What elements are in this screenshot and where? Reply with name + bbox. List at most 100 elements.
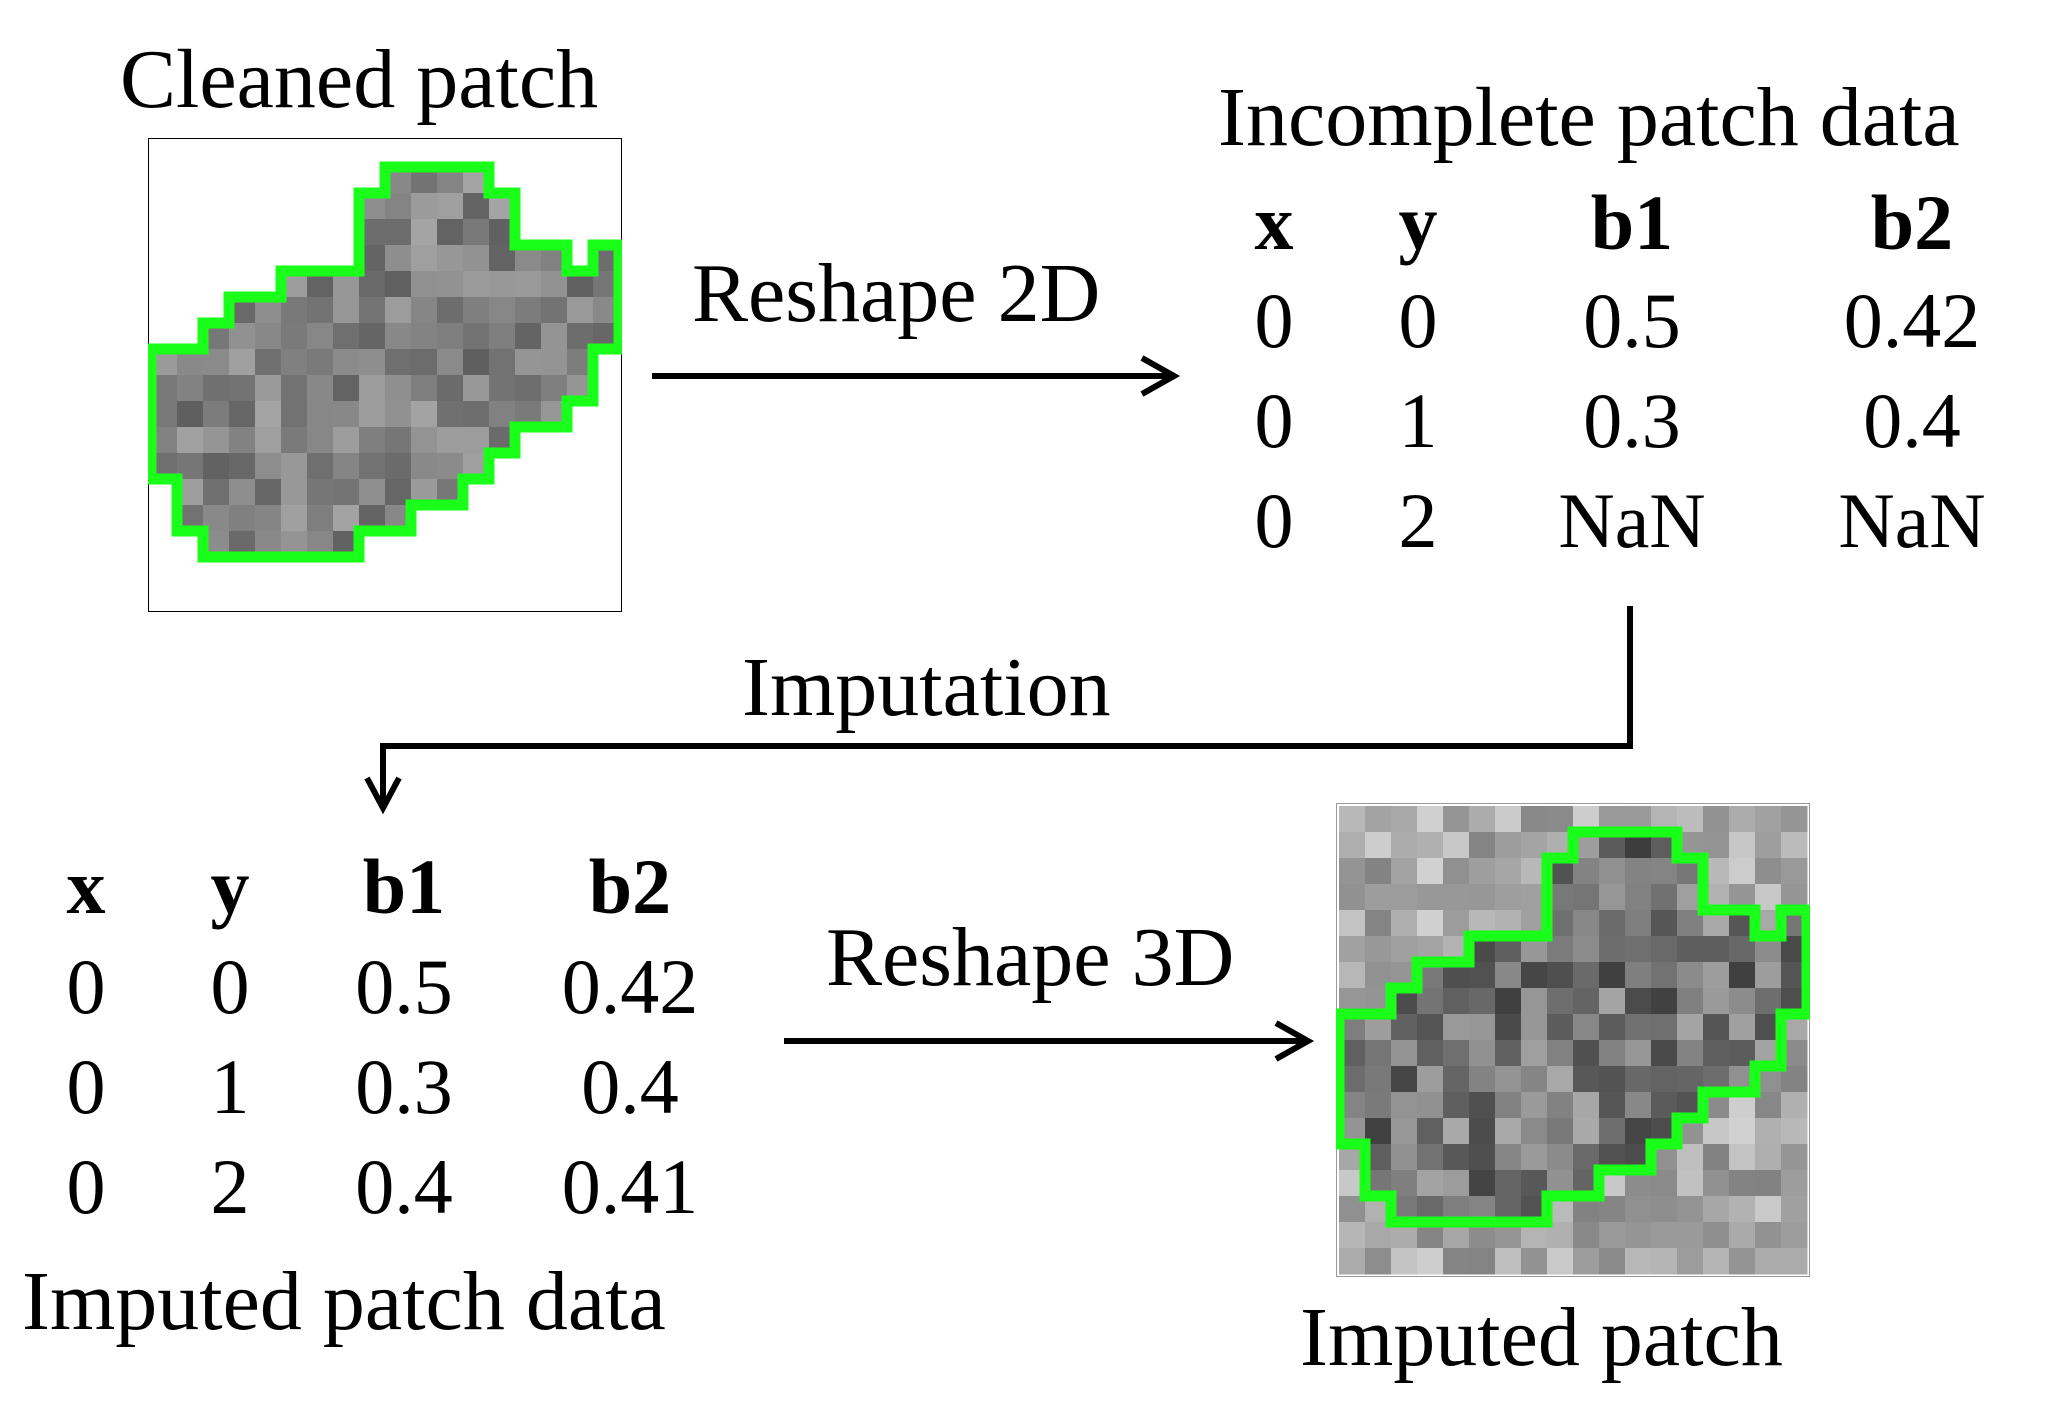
patch-pixel — [1417, 858, 1444, 885]
patch-pixel — [1495, 1248, 1522, 1275]
patch-pixel — [333, 297, 360, 324]
patch-pixel — [1651, 884, 1678, 911]
patch-pixel — [1339, 1248, 1366, 1275]
table-cell: 0.3 — [1583, 377, 1681, 464]
patch-pixel — [1417, 1014, 1444, 1041]
patch-pixel — [489, 271, 516, 298]
patch-pixel — [1495, 1014, 1522, 1041]
table-cell: NaN — [1558, 477, 1706, 564]
patch-pixel — [437, 427, 464, 454]
patch-pixel — [1547, 1248, 1574, 1275]
patch-pixel — [307, 349, 334, 376]
patch-pixel — [463, 323, 490, 350]
patch-pixel — [1547, 1118, 1574, 1145]
patch-pixel — [1651, 1014, 1678, 1041]
patch-pixel — [1625, 1040, 1652, 1067]
table-cell: 0.4 — [355, 1143, 453, 1230]
patch-pixel — [411, 323, 438, 350]
patch-pixel — [489, 349, 516, 376]
patch-pixel — [1729, 806, 1756, 833]
patch-pixel — [1443, 1014, 1470, 1041]
patch-pixel — [1443, 1170, 1470, 1197]
patch-pixel — [1391, 1040, 1418, 1067]
patch-pixel — [385, 401, 412, 428]
patch-pixel — [1443, 1040, 1470, 1067]
patch-pixel — [1625, 1066, 1652, 1093]
patch-pixel — [1573, 1014, 1600, 1041]
table-cell: 2 — [210, 1143, 250, 1230]
patch-pixel — [1417, 1066, 1444, 1093]
column-header: b1 — [1590, 179, 1674, 266]
patch-pixel — [255, 505, 282, 532]
table-cell: 0.41 — [561, 1143, 699, 1230]
patch-pixel — [437, 193, 464, 220]
patch-pixel — [385, 375, 412, 402]
patch-pixel — [1729, 858, 1756, 885]
patch-pixel — [437, 297, 464, 324]
patch-pixel — [411, 245, 438, 272]
reshape-3d-label: Reshape 3D — [826, 911, 1235, 1004]
patch-pixel — [1755, 1144, 1782, 1171]
patch-pixel — [203, 453, 230, 480]
patch-pixel — [359, 323, 386, 350]
patch-pixel — [385, 349, 412, 376]
patch-pixel — [333, 401, 360, 428]
patch-pixel — [1625, 1196, 1652, 1223]
patch-pixel — [1625, 988, 1652, 1015]
patch-pixel — [515, 271, 542, 298]
cleaned-patch-image — [148, 138, 622, 612]
patch-pixel — [1469, 1170, 1496, 1197]
patch-pixel — [1625, 962, 1652, 989]
patch-pixel — [229, 453, 256, 480]
patch-pixel — [229, 401, 256, 428]
table-cell: NaN — [1838, 477, 1986, 564]
patch-pixel — [1417, 1144, 1444, 1171]
column-header: b1 — [362, 843, 446, 930]
patch-pixel — [437, 271, 464, 298]
table-cell: 1 — [210, 1043, 250, 1130]
table-cell: 0.3 — [355, 1043, 453, 1130]
patch-pixel — [1781, 1222, 1808, 1249]
patch-pixel — [489, 375, 516, 402]
patch-pixel — [541, 323, 568, 350]
patch-pixel — [1339, 884, 1366, 911]
patch-pixel — [411, 427, 438, 454]
patch-pixel — [1443, 806, 1470, 833]
patch-pixel — [385, 219, 412, 246]
patch-pixel — [1651, 910, 1678, 937]
patch-pixel — [1417, 832, 1444, 859]
patch-pixel — [1703, 962, 1730, 989]
patch-pixel — [1729, 1248, 1756, 1275]
patch-pixel — [1729, 1144, 1756, 1171]
patch-pixel — [1677, 1040, 1704, 1067]
patch-pixel — [1599, 1118, 1626, 1145]
patch-pixel — [1495, 1144, 1522, 1171]
patch-pixel — [1703, 1170, 1730, 1197]
patch-pixel — [515, 375, 542, 402]
patch-pixel — [1495, 962, 1522, 989]
patch-pixel — [1469, 1144, 1496, 1171]
table-cell: 0 — [66, 1143, 106, 1230]
patch-pixel — [229, 505, 256, 532]
patch-pixel — [1625, 910, 1652, 937]
patch-pixel — [307, 479, 334, 506]
patch-pixel — [1729, 1118, 1756, 1145]
patch-pixel — [1521, 1092, 1548, 1119]
patch-pixel — [1521, 1118, 1548, 1145]
patch-pixel — [1599, 884, 1626, 911]
patch-pixel — [1495, 1092, 1522, 1119]
patch-pixel — [1469, 1118, 1496, 1145]
column-header: b2 — [588, 843, 672, 930]
patch-pixel — [1729, 1196, 1756, 1223]
patch-pixel — [1573, 988, 1600, 1015]
patch-pixel — [1391, 1248, 1418, 1275]
patch-pixel — [1495, 1066, 1522, 1093]
patch-pixel — [333, 453, 360, 480]
patch-pixel — [1781, 1092, 1808, 1119]
patch-pixel — [1547, 988, 1574, 1015]
patch-pixel — [1547, 1040, 1574, 1067]
patch-pixel — [333, 427, 360, 454]
patch-pixel — [437, 323, 464, 350]
patch-pixel — [1521, 988, 1548, 1015]
patch-pixel — [411, 297, 438, 324]
